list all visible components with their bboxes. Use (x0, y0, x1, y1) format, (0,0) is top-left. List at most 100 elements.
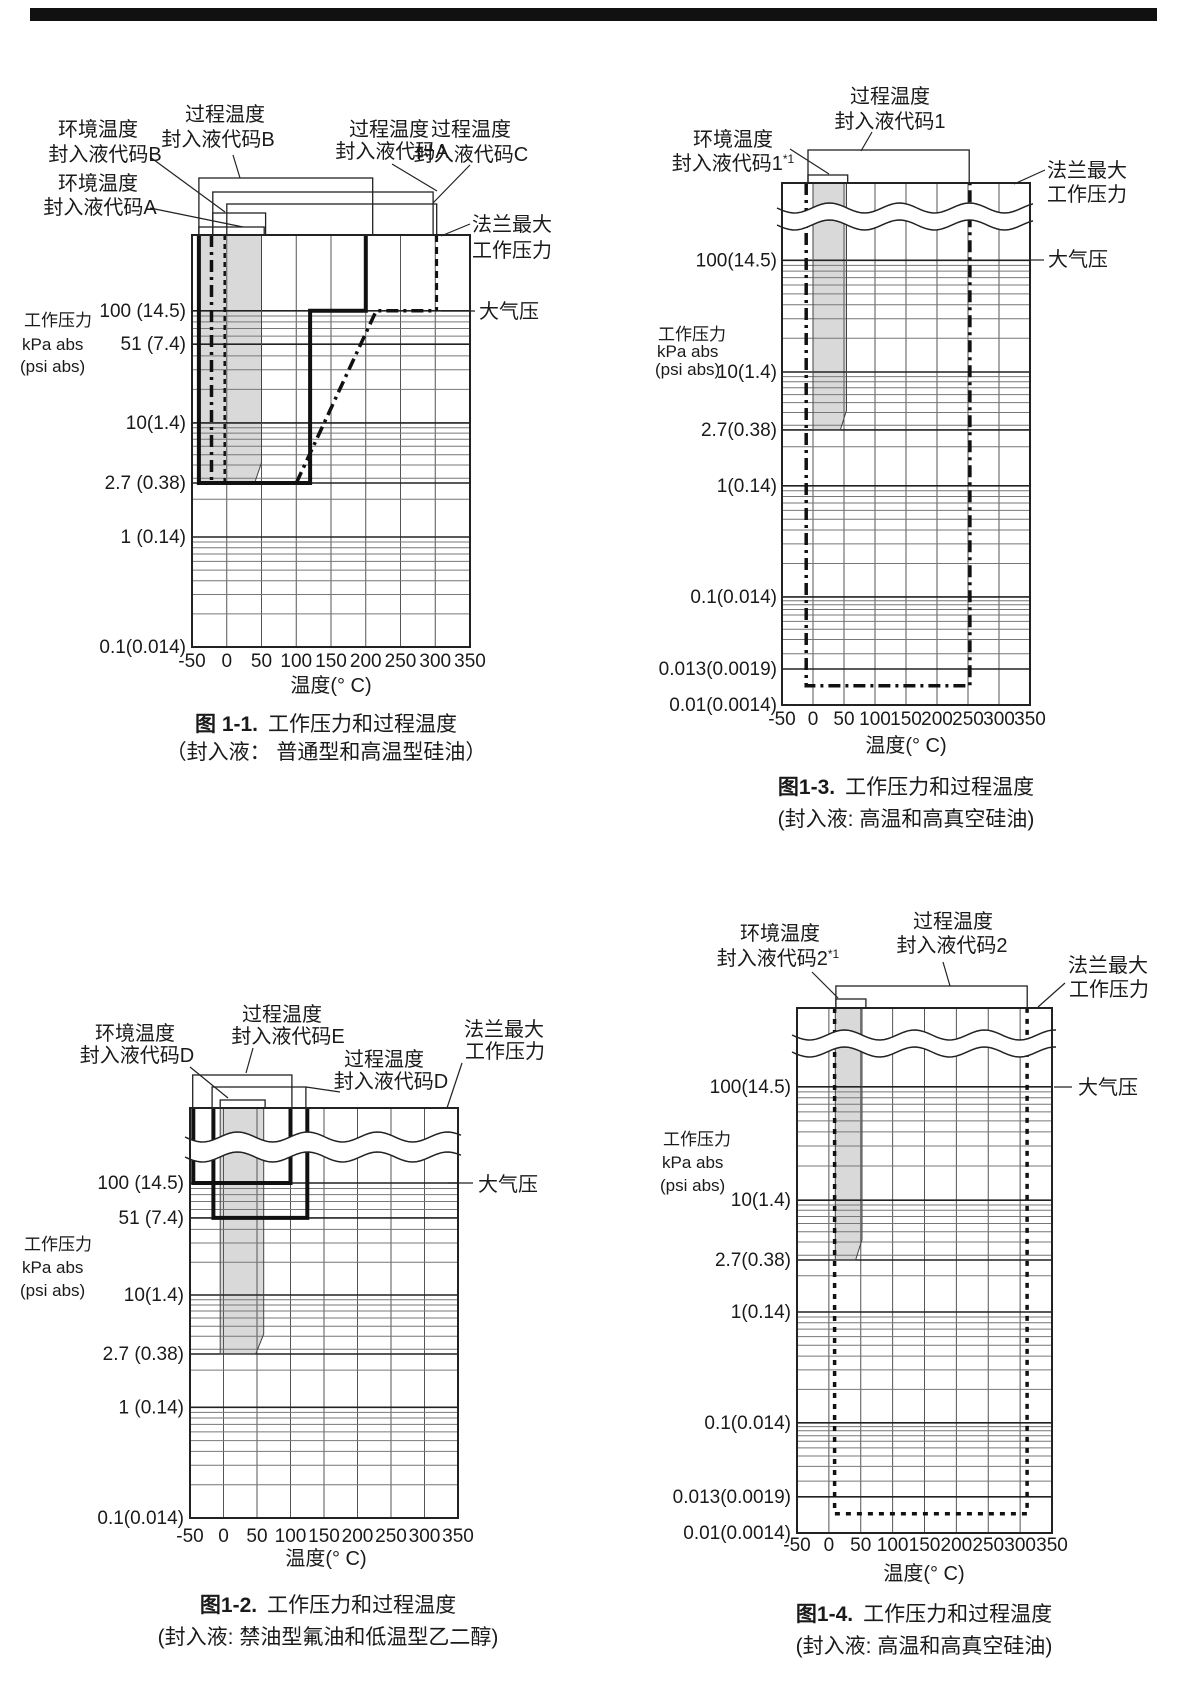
label-text: 0.013(0.0019) (673, 1487, 791, 1508)
y-minor-gridlines (190, 1188, 458, 1486)
label-text: 大气压 (1078, 1076, 1138, 1099)
label-text: 2.7(0.38) (715, 1250, 791, 1271)
ambient-temp-code-2-box (835, 998, 867, 1009)
label-text: 350 (1014, 709, 1046, 730)
label-text: -50 (176, 1526, 203, 1547)
label-text: 封入液代码A (335, 140, 449, 163)
x-gridlines (812, 183, 1000, 705)
label-text: 100 (859, 709, 891, 730)
label-text: 1(0.14) (731, 1302, 791, 1323)
leader-lines (149, 154, 475, 312)
label-text: 温度(° C) (865, 734, 946, 757)
label-text: 300 (409, 1526, 441, 1547)
label-text: 350 (442, 1526, 474, 1547)
label-text: 环境温度 (95, 1022, 175, 1045)
label-text: (psi abs) (20, 1281, 85, 1300)
ambient-temp-code-A-box (198, 226, 265, 236)
y-axis-title: 工作压力 kPa abs (psi abs) (20, 1235, 92, 1300)
scale-break-wave (184, 1131, 462, 1143)
label-text: kPa abs (22, 1258, 83, 1277)
label-text: 封入液代码E (231, 1025, 344, 1048)
y-major-gridlines (797, 1086, 1052, 1498)
label-text: 200 (350, 651, 382, 672)
y-minor-gridlines (797, 1091, 1052, 1482)
y-minor-gridlines (782, 264, 1030, 655)
figure-caption-sub: (封入液: 高温和高真空硅油) (796, 1635, 1053, 1658)
label-text: 封入液代码B (48, 143, 161, 166)
label-text: -50 (783, 1535, 810, 1556)
series-fill-fluid-code-2-dotted-boundary (832, 1008, 1029, 1516)
label-text: 10(1.4) (126, 413, 186, 434)
ambient-temp-code-1-box (807, 174, 849, 184)
label-text: 工作压力 (1069, 978, 1149, 1001)
label-text: kPa abs (657, 342, 718, 361)
label-text: 0.01(0.0014) (669, 695, 777, 716)
label-text: (psi abs) (660, 1176, 725, 1195)
label-text: 法兰最大 (472, 213, 552, 236)
y-major-gridlines (782, 259, 1030, 670)
label-text: 200 (921, 709, 953, 730)
scale-break-wave (776, 219, 1034, 231)
label-text: 2.7 (0.38) (105, 473, 186, 494)
label-text: 环境温度 (58, 118, 138, 141)
label-text: 0 (218, 1526, 229, 1547)
label-text: 1 (0.14) (119, 1397, 184, 1418)
label-text: 温度(° C) (290, 674, 371, 697)
label-text: 10(1.4) (731, 1190, 791, 1211)
label-text: kPa abs (22, 335, 83, 354)
label-text: 100 (14.5) (99, 301, 186, 322)
scale-break-wave (184, 1151, 462, 1163)
label-text: 50 (833, 709, 854, 730)
process-temp-code-2-box (835, 985, 1028, 1009)
label-text: 0.01(0.0014) (683, 1523, 791, 1544)
label-text: 0.1(0.014) (97, 1508, 184, 1529)
label-text: 工作压力 (24, 1235, 92, 1254)
figure-caption: 图 1-1.工作压力和过程温度 (195, 713, 457, 736)
annotations: 过程温度封入液代码B环境温度封入液代码B环境温度封入液代码A过程温度封入液代码A… (43, 103, 552, 323)
label-text: 0 (221, 651, 232, 672)
x-gridlines (828, 1008, 1021, 1533)
label-text: 2.7 (0.38) (103, 1344, 184, 1365)
ambient-temp-shaded-region (198, 235, 262, 483)
label-text: 0.1(0.014) (690, 587, 777, 608)
figure-caption: 图1-3.工作压力和过程温度 (778, 776, 1034, 799)
label-text: 法兰最大 (1047, 159, 1127, 182)
label-text: 封入液代码B (161, 128, 274, 151)
label-text: 大气压 (478, 1173, 538, 1196)
label-text: 封入液代码1 (834, 110, 945, 133)
label-text: 300 (1004, 1535, 1036, 1556)
label-text: 51 (7.4) (119, 1208, 184, 1229)
label-text: 封入液代码C (414, 143, 528, 166)
label-text: 环境温度 (693, 128, 773, 151)
label-text: 工作压力 (658, 325, 726, 344)
label-text: 51 (7.4) (121, 334, 186, 355)
series-fill-fluid-code-1-dashdot-boundary (804, 183, 972, 688)
y-tick-labels: 100(14.5)10(1.4)2.7(0.38)1(0.14)0.1(0.01… (673, 1077, 791, 1544)
y-tick-labels: 100(14.5)10(1.4)2.7(0.38)1(0.14)0.1(0.01… (659, 250, 777, 716)
process-temp-code-1-box (807, 149, 970, 184)
ambient-temp-shaded-region (835, 1008, 862, 1260)
series-process-temp-code-A-thick-solid (196, 235, 368, 485)
label-text: 0 (824, 1535, 835, 1556)
label-text: 200 (941, 1535, 973, 1556)
label-text: 封入液代码1*1 (672, 152, 795, 175)
label-text: 150 (909, 1535, 941, 1556)
label-text: 法兰最大 (1068, 954, 1148, 977)
label-text: 50 (850, 1535, 871, 1556)
figure-caption: 图1-2.工作压力和过程温度 (200, 1594, 456, 1617)
label-text: kPa abs (662, 1153, 723, 1172)
ambient-temp-code-D-box (219, 1099, 266, 1109)
figure-caption-sub: (封入液: 禁油型氟油和低温型乙二醇) (158, 1626, 499, 1649)
leader-lines (189, 1047, 473, 1184)
label-text: 100 (877, 1535, 909, 1556)
